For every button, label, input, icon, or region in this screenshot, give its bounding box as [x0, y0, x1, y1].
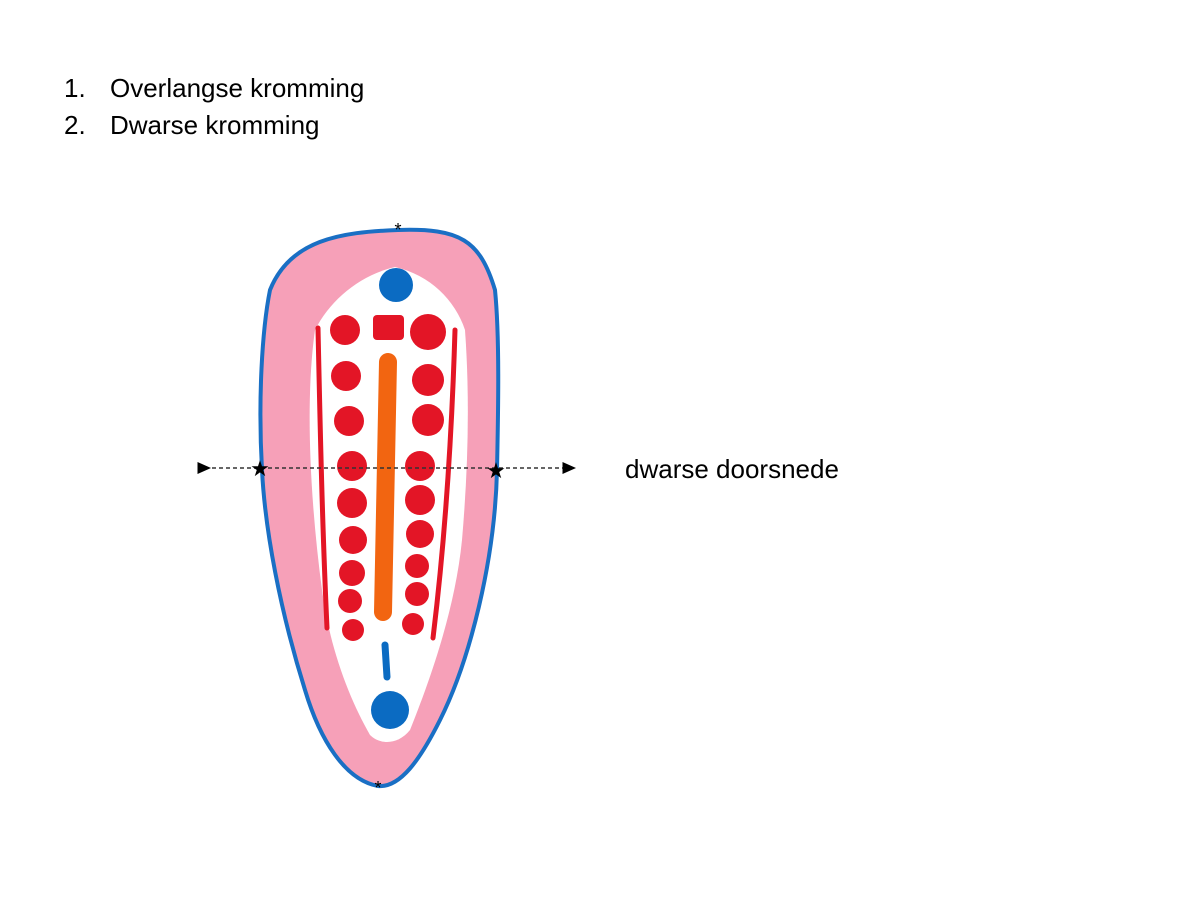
somite-dot — [405, 451, 435, 481]
somite-dot — [339, 560, 365, 586]
square-block — [373, 315, 404, 340]
somite-dot — [405, 554, 429, 578]
somite-dot — [405, 582, 429, 606]
somite-dot — [334, 406, 364, 436]
star-icon: ★ — [250, 456, 270, 481]
somite-dot — [405, 485, 435, 515]
somite-dot — [412, 364, 444, 396]
list-number: 1. — [64, 73, 86, 103]
somite-dot — [339, 526, 367, 554]
somite-dot — [412, 404, 444, 436]
somite-dot — [402, 613, 424, 635]
list-item: 1. Overlangse kromming — [64, 70, 364, 107]
star-icon: ★ — [486, 458, 506, 483]
right-red-line — [430, 327, 458, 641]
bottom-pole — [371, 691, 409, 729]
somite-dot — [337, 451, 367, 481]
asterisk-mark-bottom: * — [374, 778, 381, 798]
top-pole — [379, 268, 413, 302]
dorsal-midline-axis — [374, 353, 397, 621]
somite-dot — [338, 589, 362, 613]
list-number: 2. — [64, 110, 86, 140]
asterisk-mark-top: * — [394, 220, 401, 240]
somite-dot — [330, 315, 360, 345]
small-blue-mark — [381, 641, 391, 681]
cross-section-label: dwarse doorsnede — [625, 454, 839, 484]
somite-dot — [406, 520, 434, 548]
somite-dot — [342, 619, 364, 641]
list-text: Dwarse kromming — [110, 110, 320, 140]
list-item: 2. Dwarse kromming — [64, 107, 364, 144]
somite-dot — [410, 314, 446, 350]
somite-dot — [331, 361, 361, 391]
somite-dot — [337, 488, 367, 518]
numbered-list: 1. Overlangse kromming 2. Dwarse krommin… — [64, 70, 364, 144]
list-text: Overlangse kromming — [110, 73, 365, 103]
